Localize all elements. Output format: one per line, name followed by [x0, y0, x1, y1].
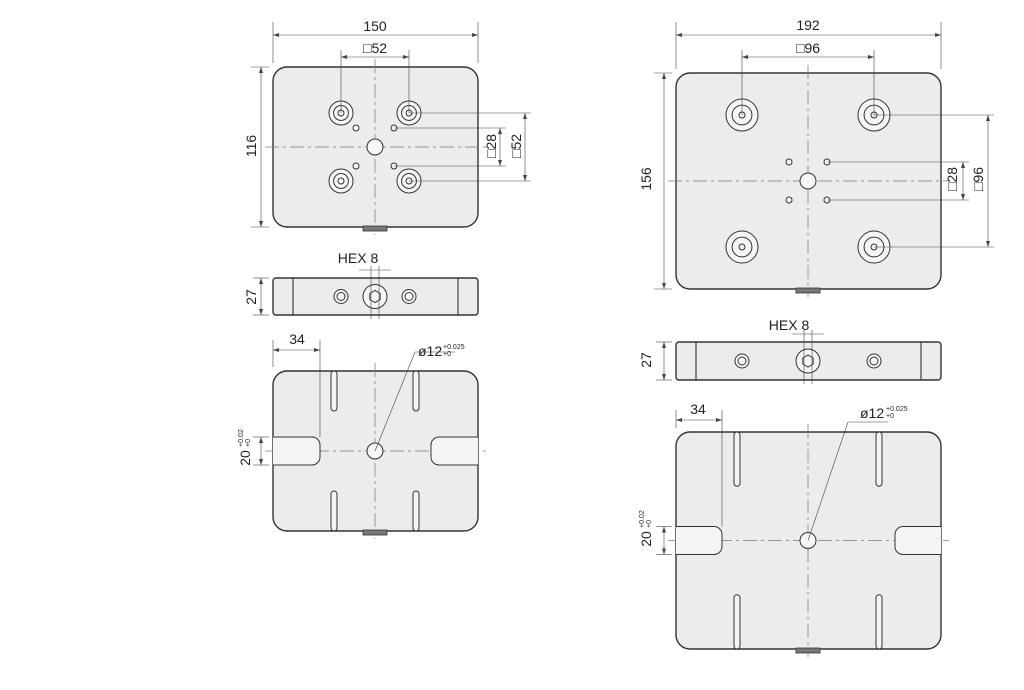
small-hole — [352, 124, 360, 132]
large-bore-tol-lower: +0 — [886, 413, 894, 420]
large-height-dim: 156 — [638, 167, 654, 191]
small-slot-tol-upper: +0.02 — [238, 429, 245, 447]
hex-socket-icon — [802, 354, 814, 368]
large-slot-offset-dim: 34 — [690, 401, 706, 417]
small-height-dim: 116 — [243, 135, 259, 158]
t-slot — [733, 594, 741, 650]
bore-leader — [807, 421, 849, 541]
locating-slot-right — [894, 526, 941, 555]
side-screw-inner — [336, 292, 346, 301]
small-hole — [785, 158, 793, 166]
large-plate-labels: 192 □96 156 □28 □96 HEX 8 27 34 ø12 +0.0… — [638, 17, 986, 547]
t-slot — [412, 490, 420, 532]
side-screw-inner — [737, 356, 747, 366]
bolt-hole — [337, 177, 345, 185]
center-bore — [366, 138, 384, 156]
small-plate-labels: 150 □52 116 □28 □52 HEX 8 27 34 ø12 +0.0… — [237, 18, 524, 466]
small-slot-offset-dim: 34 — [289, 331, 305, 347]
t-slot — [875, 594, 883, 650]
large-bore-dim: ø12 — [860, 405, 884, 421]
t-slot — [330, 370, 338, 412]
side-screw-inner — [869, 356, 879, 366]
large-outer-square-dim: □96 — [970, 167, 986, 191]
small-slot-width-dim: 20 — [237, 450, 253, 466]
small-bore-dim: ø12 — [418, 343, 442, 359]
bore-leader — [374, 351, 416, 452]
t-slot — [412, 370, 420, 412]
t-slot — [330, 490, 338, 532]
large-bolt-square-dim: □96 — [796, 40, 820, 56]
locating-slot-right — [430, 436, 478, 466]
large-bore-tol-upper: +0.025 — [886, 406, 908, 413]
large-inner-square-dim: □28 — [944, 167, 960, 191]
small-bore-tol-lower: +0 — [443, 351, 451, 358]
hex-socket-icon — [369, 289, 381, 304]
side-screw-inner — [404, 292, 414, 301]
small-bolt-square-dim: □52 — [363, 40, 387, 56]
small-hole — [785, 196, 793, 204]
small-thickness-dim: 27 — [243, 289, 259, 305]
small-hole — [352, 162, 360, 170]
bolt-hole — [738, 243, 746, 251]
large-hex-label: HEX 8 — [769, 317, 810, 333]
small-hex-label: HEX 8 — [338, 250, 379, 266]
small-slot-tol-lower: +0 — [245, 439, 252, 447]
large-slot-width-dim: 20 — [638, 531, 654, 547]
t-slot — [733, 431, 741, 487]
locating-slot-left — [273, 436, 321, 466]
small-inner-square-dim: □28 — [483, 134, 499, 158]
small-width-dim: 150 — [363, 18, 387, 34]
small-bore-tol-upper: +0.025 — [443, 344, 465, 351]
large-slot-tol-upper: +0.02 — [639, 510, 646, 528]
large-thickness-dim: 27 — [638, 352, 654, 368]
slot-width-dimension-arrows — [662, 526, 666, 555]
center-bore — [799, 172, 817, 190]
locating-slot-left — [676, 526, 723, 555]
large-width-dim: 192 — [796, 17, 820, 33]
large-slot-tol-lower: +0 — [646, 520, 653, 528]
slot-width-dimension-arrows — [259, 437, 263, 465]
small-outer-square-dim: □52 — [508, 134, 524, 158]
t-slot — [875, 431, 883, 487]
drawing-geometry — [251, 22, 994, 657]
